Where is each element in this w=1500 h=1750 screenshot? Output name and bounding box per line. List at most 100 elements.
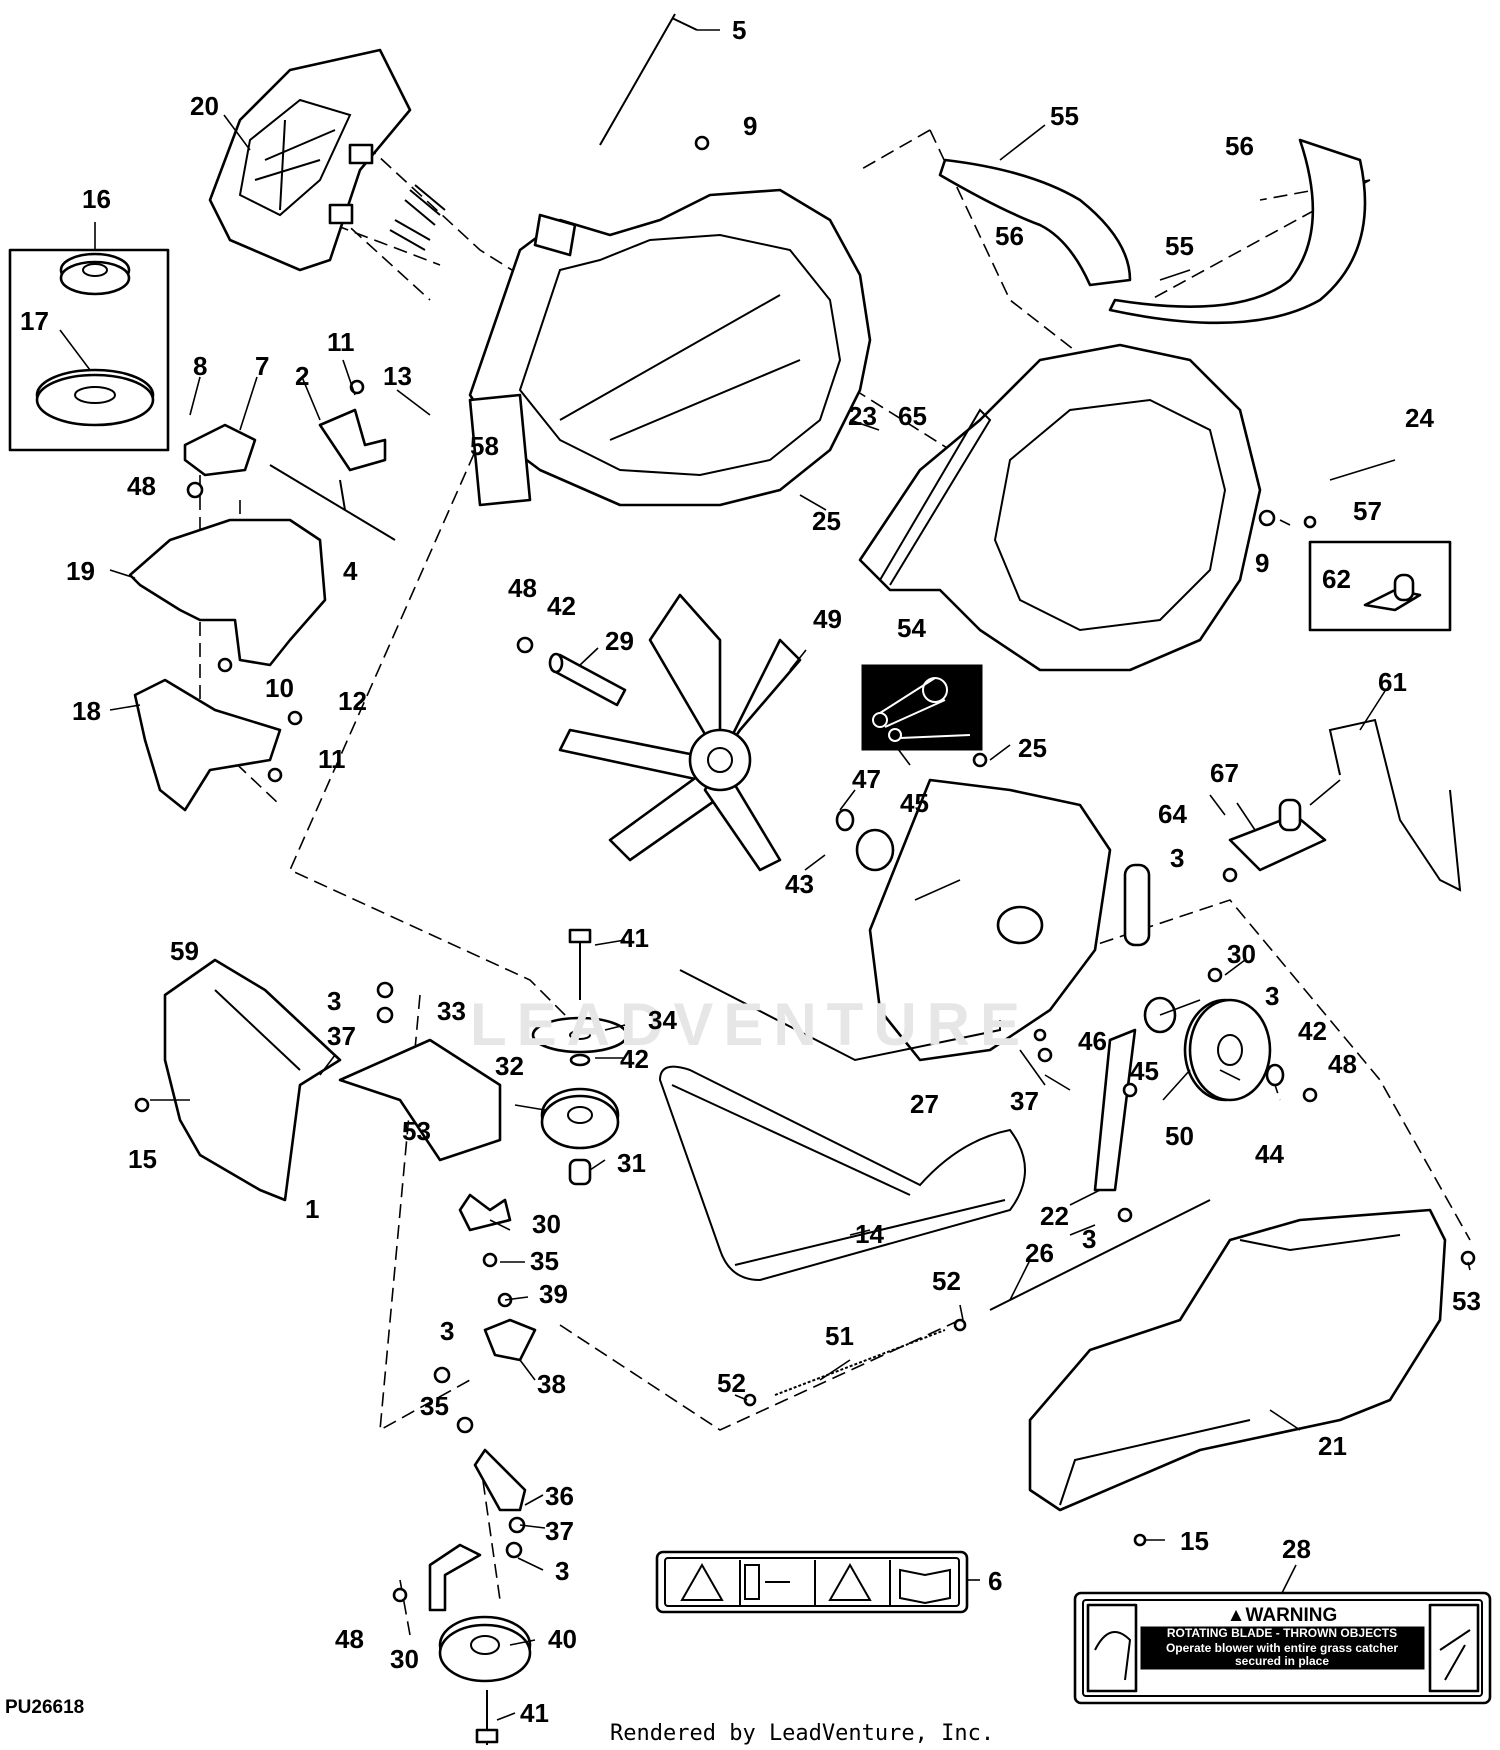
part-41-bolt-lower	[475, 1690, 499, 1745]
callout-20: 20	[190, 91, 219, 121]
callout-35-lower: 35	[420, 1391, 449, 1421]
callout-labels: 5 9 20 16 17 8 7 2 11 13 48 4 19 10 18 1…	[20, 15, 1481, 1728]
callout-3-mid: 3	[440, 1316, 454, 1346]
callout-48-left: 48	[127, 471, 156, 501]
footer-credit: Rendered by LeadVenture, Inc.	[610, 1721, 994, 1746]
callout-52-upper: 52	[932, 1266, 961, 1296]
callout-21: 21	[1318, 1431, 1347, 1461]
callout-39: 39	[539, 1279, 568, 1309]
part-40-pulley	[438, 1615, 532, 1683]
callout-51: 51	[825, 1321, 854, 1351]
drawing-code: PU26618	[5, 1697, 84, 1718]
callout-67: 67	[1210, 758, 1239, 788]
part-24-rear-housing	[858, 343, 1262, 672]
part-62-inset	[1308, 540, 1452, 632]
callout-64: 64	[1158, 799, 1187, 829]
part-32-idler-pulley	[540, 1087, 620, 1150]
callout-59: 59	[170, 936, 199, 966]
callout-17: 17	[20, 306, 49, 336]
part-55-strip-upper	[938, 158, 1132, 287]
part-65-blower-housing	[468, 188, 872, 507]
part-45-bearing	[855, 828, 1177, 1034]
callout-46: 46	[1078, 1026, 1107, 1056]
callout-2: 2	[295, 361, 309, 391]
callout-48-lower: 48	[335, 1624, 364, 1654]
callout-19: 19	[66, 556, 95, 586]
callout-53-left: 53	[402, 1116, 431, 1146]
callout-54: 54	[897, 613, 926, 643]
callout-34: 34	[648, 1005, 677, 1035]
callout-11-upper: 11	[327, 327, 355, 357]
callout-45-upper: 45	[900, 788, 929, 818]
callout-26: 26	[1025, 1238, 1054, 1268]
callout-8: 8	[193, 351, 207, 381]
callout-3-left: 3	[327, 986, 341, 1016]
part-18-deflector	[133, 678, 282, 812]
callout-1: 1	[305, 1194, 319, 1224]
part-26-rod	[989, 1199, 1211, 1311]
part-34-washer	[531, 1016, 629, 1054]
part-2-bracket	[318, 408, 387, 472]
part-61-handle	[1328, 718, 1462, 892]
part-51-spring	[774, 1329, 946, 1396]
callout-58: 58	[470, 431, 499, 461]
part-55-strip-lower	[1108, 138, 1367, 325]
callout-62: 62	[1322, 564, 1351, 594]
callout-53-right: 53	[1452, 1286, 1481, 1316]
part-27-rod	[679, 969, 1001, 1062]
part-36-arm	[473, 1448, 527, 1512]
part-7-bracket	[183, 423, 257, 477]
callout-11-lower: 11	[318, 744, 346, 774]
callout-44: 44	[1255, 1139, 1284, 1169]
callout-31: 31	[617, 1148, 646, 1178]
part-22-bracket	[1093, 1028, 1137, 1192]
parts-16-17-pulleys	[8, 248, 170, 452]
callout-42-right: 42	[1298, 1016, 1327, 1046]
callout-10: 10	[265, 673, 294, 703]
callout-5: 5	[732, 15, 746, 45]
part-41-bolt-upper	[568, 928, 592, 1000]
callout-37-left: 37	[327, 1021, 356, 1051]
callout-56-lower: 56	[995, 221, 1024, 251]
part-21-cover	[1028, 1208, 1447, 1512]
callout-55-upper: 55	[1050, 101, 1079, 131]
part-27-plate	[868, 778, 1151, 1062]
callout-41-lower: 41	[520, 1698, 549, 1728]
part-64-bracket	[1228, 798, 1327, 872]
callout-25-lower: 25	[1018, 733, 1047, 763]
callout-3-right-lower: 3	[1265, 981, 1279, 1011]
callout-23: 23	[848, 401, 877, 431]
callout-35-upper: 35	[530, 1246, 559, 1276]
callout-18: 18	[72, 696, 101, 726]
part-33-bracket	[338, 1038, 502, 1162]
callout-15-lower: 15	[1180, 1526, 1209, 1556]
callout-55-lower: 55	[1165, 231, 1194, 261]
callout-61: 61	[1378, 667, 1407, 697]
callout-9-upper: 9	[743, 111, 757, 141]
callout-37-lower: 37	[545, 1516, 574, 1546]
callout-48-right: 48	[1328, 1049, 1357, 1079]
callout-3-right: 3	[1170, 843, 1184, 873]
callout-9-lower: 9	[1255, 548, 1269, 578]
callout-45-lower: 45	[1130, 1056, 1159, 1086]
callout-3-lower: 3	[555, 1556, 569, 1586]
callout-37-right: 37	[1010, 1086, 1039, 1116]
callout-leaders	[59, 29, 1471, 1721]
callout-56-upper: 56	[1225, 131, 1254, 161]
callout-38: 38	[537, 1369, 566, 1399]
callout-30-right: 30	[1227, 939, 1256, 969]
callout-33: 33	[437, 996, 466, 1026]
callout-41-upper: 41	[620, 923, 649, 953]
callout-32: 32	[495, 1051, 524, 1081]
part-6-decal-strip	[655, 1550, 969, 1614]
callout-30-mid: 30	[532, 1209, 561, 1239]
part-4-rod	[269, 464, 396, 541]
part-20-hood	[208, 48, 412, 272]
warning-banner: ROTATING BLADE - THROWN OBJECTS	[1167, 1626, 1397, 1640]
warning-line-1: Operate blower with entire grass catcher	[1166, 1641, 1398, 1655]
part-49-blower-fan	[558, 593, 802, 872]
callout-57: 57	[1353, 496, 1382, 526]
callout-36: 36	[545, 1481, 574, 1511]
callout-22: 22	[1040, 1201, 1069, 1231]
